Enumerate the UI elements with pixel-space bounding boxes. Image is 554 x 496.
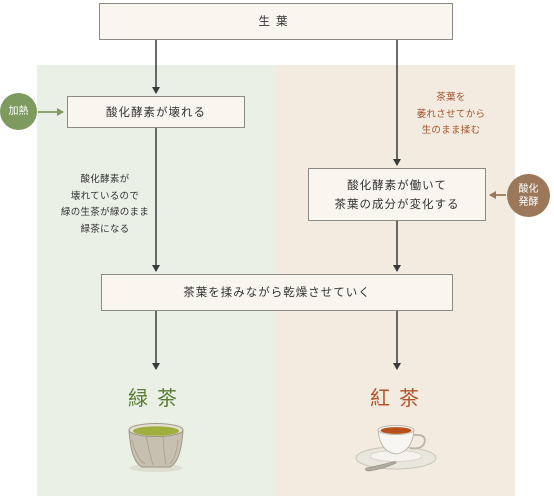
- enzyme-broken-box: 酸化酵素が壊れる: [67, 96, 245, 128]
- green-note-line: 酸化酵素が: [80, 174, 130, 185]
- enzyme-working-line2: 茶葉の成分が変化する: [334, 196, 460, 211]
- green-note-line: 壊れているので: [70, 190, 140, 202]
- ferment-badge-line1: 酸化: [518, 183, 539, 195]
- green-tea-note: 酸化酵素が 壊れているので 緑の生茶が緑のまま 緑茶になる: [45, 172, 165, 239]
- black-tea-cup-icon: [355, 425, 437, 472]
- enzyme-working-box: 酸化酵素が働いて 茶葉の成分が変化する: [308, 168, 486, 221]
- enzyme-working-line1: 酸化酵素が働いて: [347, 177, 447, 192]
- ferment-badge: 酸化 発酵: [507, 174, 550, 217]
- black-tea-title: 紅茶: [370, 386, 428, 410]
- green-tea-title: 緑茶: [128, 386, 186, 410]
- heat-badge: 加熱: [0, 93, 37, 130]
- rolling-drying-label: 茶葉を揉みながら乾燥させていく: [183, 285, 371, 300]
- black-tea-note: 茶葉を 萎れさせてから 生のまま揉む: [395, 90, 507, 140]
- raw-leaf-label: 生葉: [258, 14, 294, 29]
- rolling-drying-box: 茶葉を揉みながら乾燥させていく: [101, 274, 453, 311]
- green-note-line: 緑の生茶が緑のまま: [60, 207, 150, 219]
- heat-badge-label: 加熱: [8, 106, 29, 117]
- black-note-line: 萎れさせてから: [416, 108, 486, 120]
- black-note-line: 茶葉を: [436, 92, 466, 103]
- black-note-line: 生のまま揉む: [421, 125, 481, 137]
- enzyme-broken-label: 酸化酵素が壊れる: [106, 104, 206, 119]
- ferment-badge-line2: 発酵: [518, 196, 539, 208]
- green-tea-cup-icon: [128, 423, 184, 472]
- green-note-line: 緑茶になる: [80, 223, 130, 235]
- raw-leaf-box: 生葉: [99, 3, 453, 40]
